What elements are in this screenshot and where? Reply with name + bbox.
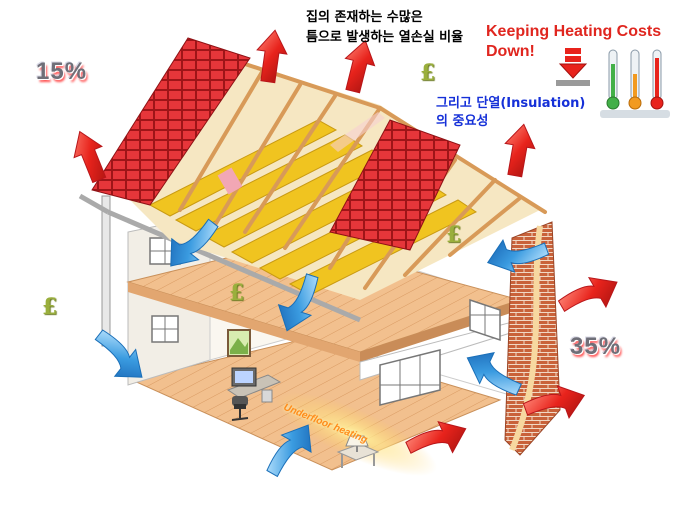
pound-symbol: £	[42, 294, 58, 320]
pound-symbol: £	[446, 222, 462, 248]
annotation-line-2: 틈으로 발생하는 열손실 비율	[306, 30, 464, 45]
down-arrow-icon	[556, 48, 590, 86]
pound-symbol: £	[229, 280, 245, 306]
office-chair-icon	[231, 396, 249, 421]
thermometer-base	[600, 110, 670, 118]
annotation-line-1: 집의 존재하는 수많은	[306, 10, 423, 25]
title-line-1: Keeping Heating Costs	[486, 23, 662, 40]
underfloor-heating-glow	[275, 392, 437, 476]
insulation-line-1: 그리고 단열(Insulation)	[436, 96, 586, 111]
roof-loss-percent: 15%	[36, 58, 88, 85]
insulation-annotation: 그리고 단열(Insulation) 의 중요성	[436, 95, 585, 131]
insulation-line-2: 의 중요성	[436, 114, 489, 129]
thermometer-icon	[650, 49, 664, 110]
wall-loss-percent: 35%	[570, 333, 622, 360]
heat-loss-annotation: 집의 존재하는 수많은 틈으로 발생하는 열손실 비율	[306, 8, 463, 48]
first-floor-edge	[128, 282, 360, 362]
thermometer-icon	[606, 49, 620, 110]
gutter	[78, 193, 361, 323]
page-title: Keeping Heating Costs Down!	[486, 22, 661, 62]
printer	[261, 389, 273, 403]
lamp-icon	[345, 435, 369, 452]
pound-symbol: £	[420, 60, 436, 86]
drainpipe	[101, 195, 111, 347]
roof-tiles-left	[91, 37, 251, 206]
roof-tiles-right	[329, 119, 461, 251]
heat-arrow	[555, 266, 626, 327]
chimney-flue	[217, 167, 243, 195]
title-line-2: Down!	[486, 43, 535, 60]
thermometer-icon	[628, 49, 642, 110]
